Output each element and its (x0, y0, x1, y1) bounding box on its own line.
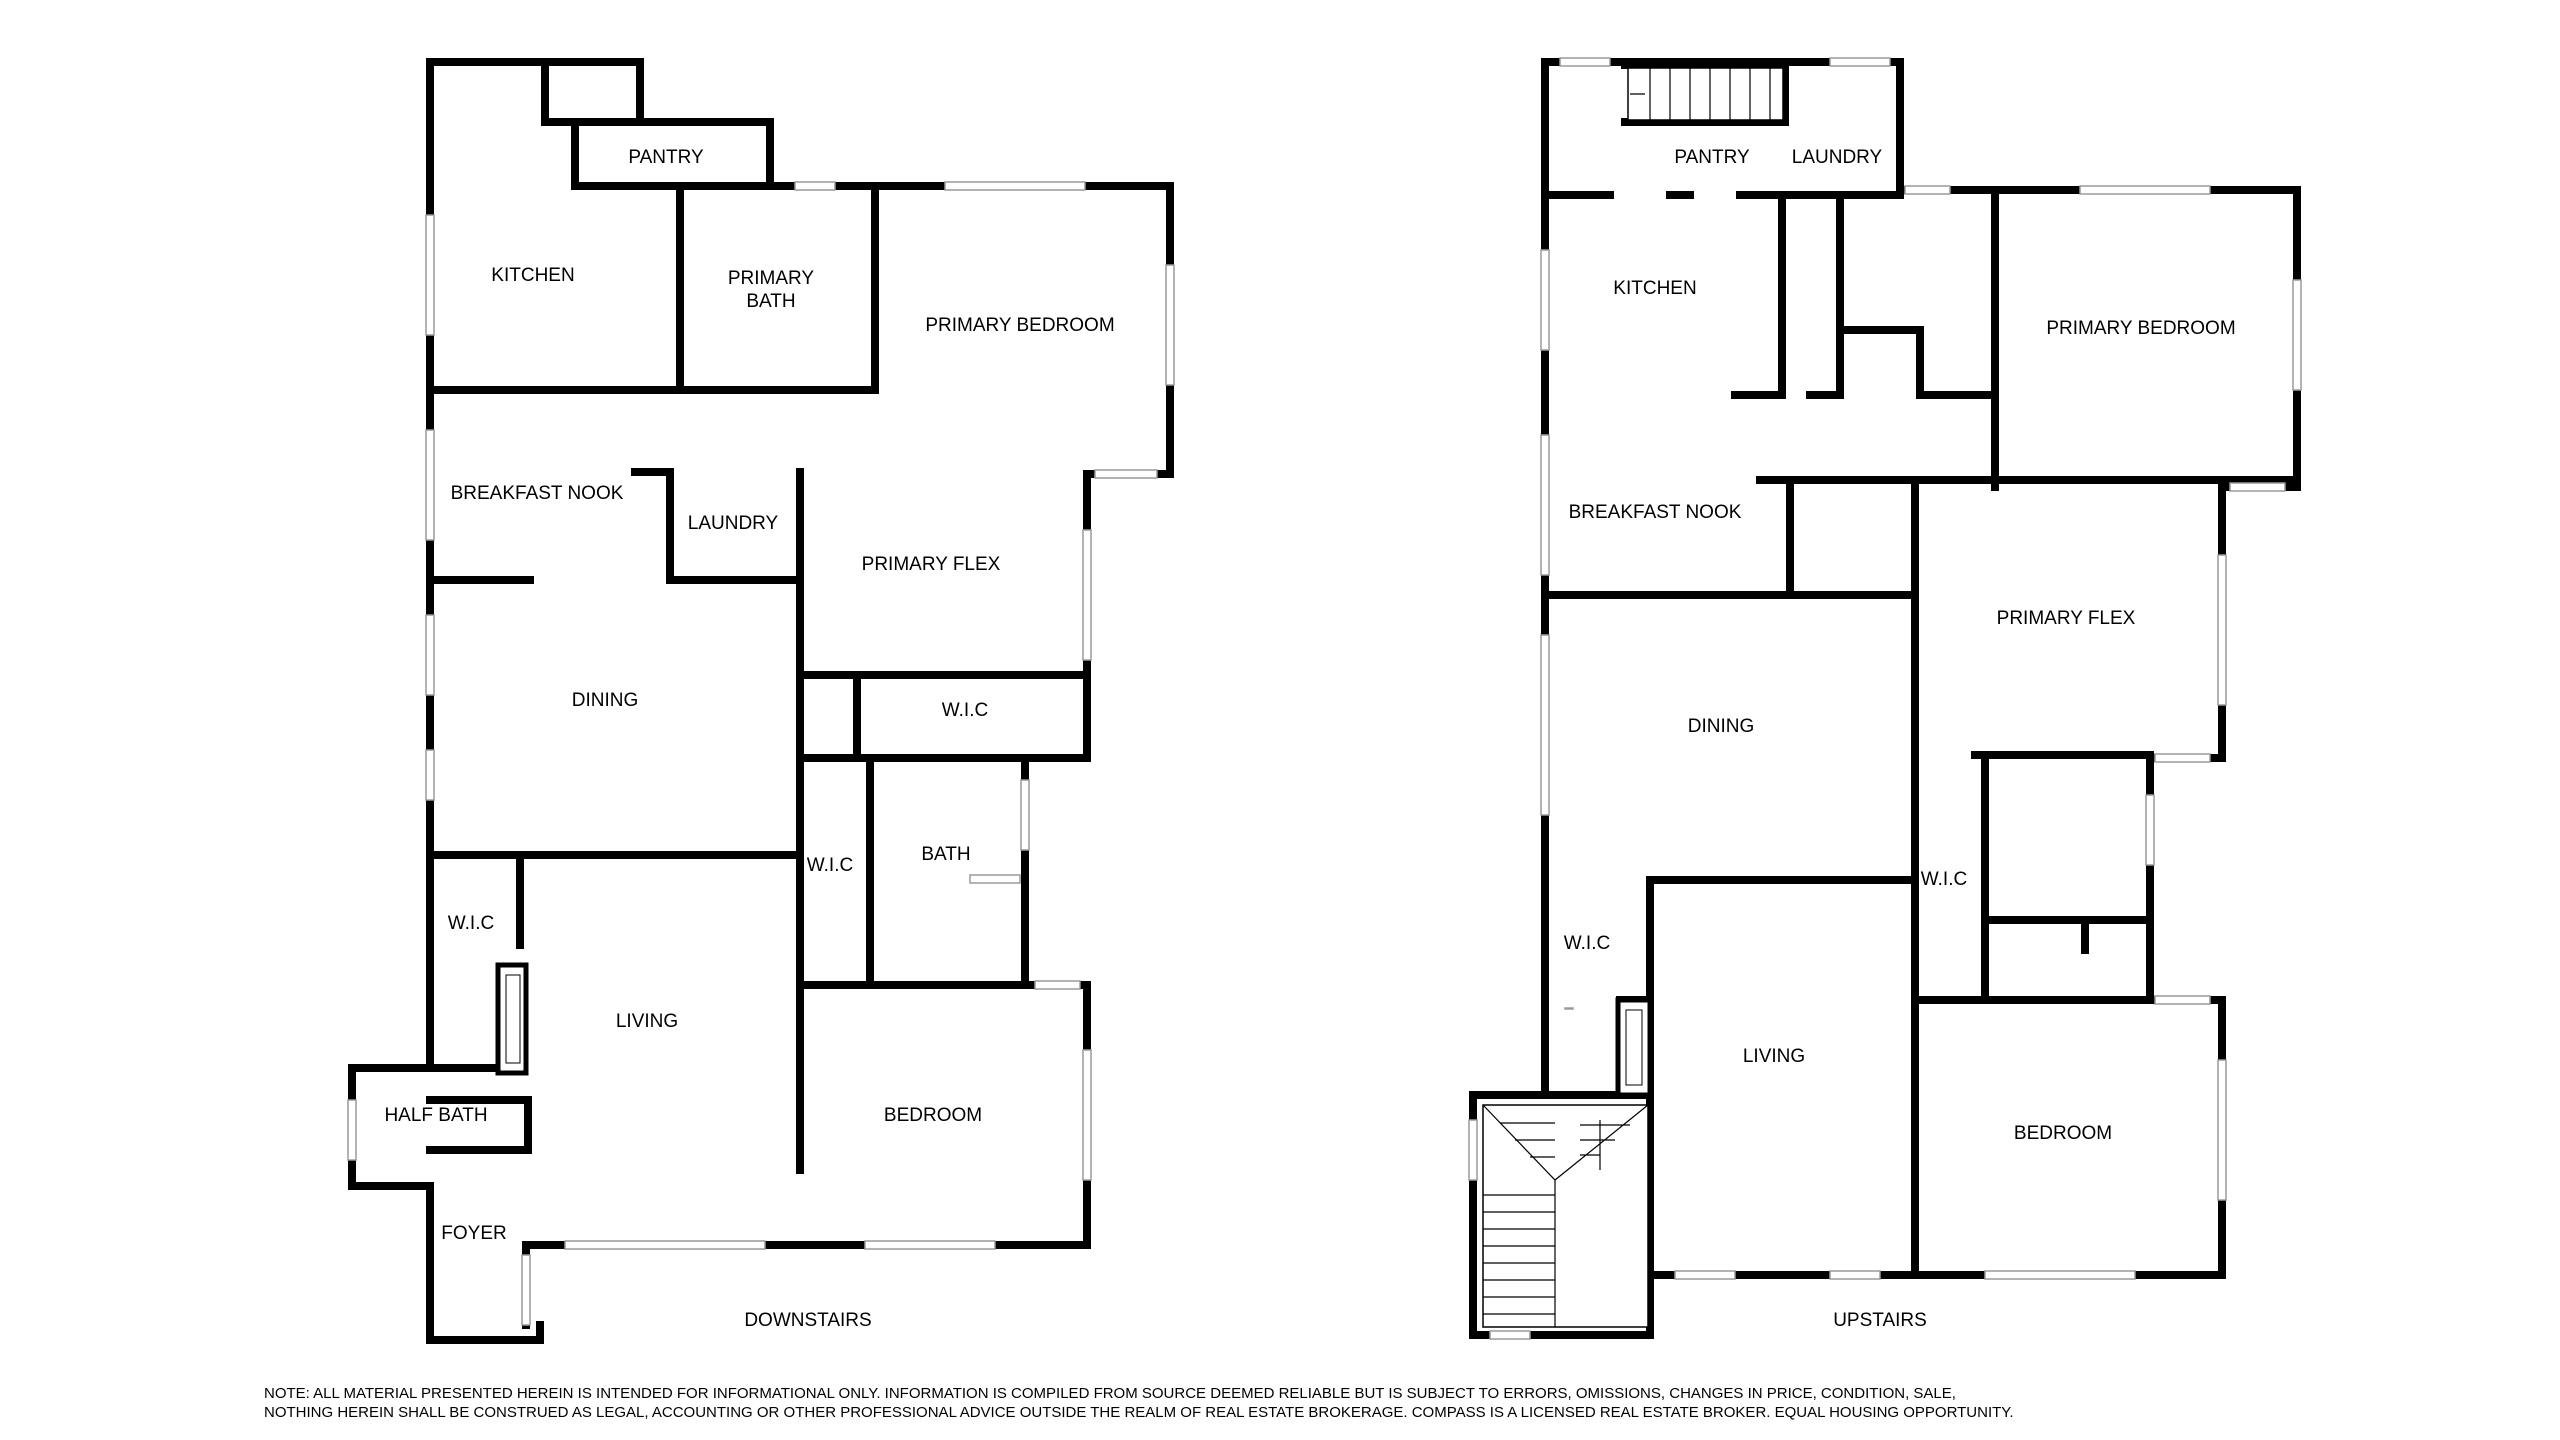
room-label-half-bath: HALF BATH (384, 1105, 487, 1126)
room-label-breakfast-nook: BREAKFAST NOOK (1569, 502, 1742, 523)
window (2217, 1059, 2227, 1201)
window (425, 429, 435, 541)
room-label-bedroom: BEDROOM (884, 1105, 982, 1126)
room-label-bedroom: BEDROOM (2014, 1123, 2112, 1144)
window (2079, 185, 2211, 195)
window (2154, 753, 2211, 763)
room-label-kitchen: KITCHEN (1613, 278, 1696, 299)
upstairs-interior-walls (1541, 61, 2301, 1279)
window (2154, 995, 2211, 1005)
window (1559, 57, 1611, 67)
room-label-breakfast-nook: BREAKFAST NOOK (451, 483, 624, 504)
window (969, 874, 1021, 884)
window (1904, 185, 1951, 195)
window (1034, 980, 1081, 990)
room-label-wic: W.I.C (1564, 933, 1610, 954)
fireplace-hearth (1625, 1009, 1643, 1086)
room-label-primary-bedroom: PRIMARY BEDROOM (925, 315, 1114, 336)
room-label-foyer: FOYER (441, 1223, 506, 1244)
disclaimer-line-1: NOTE: ALL MATERIAL PRESENTED HEREIN IS I… (264, 1385, 1956, 1402)
room-label-living: LIVING (1743, 1046, 1805, 1067)
window (1540, 434, 1550, 576)
room-label-pantry: PANTRY (1674, 147, 1750, 168)
fireplace (495, 962, 529, 1076)
window (944, 181, 1086, 191)
room-label-primary-flex: PRIMARY FLEX (862, 554, 1001, 575)
window (1540, 249, 1550, 351)
window (2229, 482, 2286, 492)
room-label-primary-bedroom: PRIMARY BEDROOM (2046, 318, 2235, 339)
room-label-wic: W.I.C (807, 855, 853, 876)
staircase-top (1627, 67, 1784, 121)
window (1165, 264, 1175, 386)
room-label-kitchen: KITCHEN (491, 265, 574, 286)
window (2292, 279, 2302, 391)
window (1829, 1270, 1881, 1280)
fireplace-hearth (505, 974, 521, 1064)
room-label-primary-bath-line2: BATH (746, 291, 795, 312)
window (2217, 554, 2227, 706)
window (564, 1240, 766, 1250)
upstairs-plan: PANTRY LAUNDRY KITCHEN PRIMARY BEDROOM B… (1468, 57, 2302, 1340)
room-label-wic: W.I.C (942, 700, 988, 721)
window (347, 1099, 357, 1161)
window (2145, 794, 2155, 866)
fireplace (1615, 997, 1653, 1098)
room-label-living: LIVING (616, 1011, 678, 1032)
room-label-wic: W.I.C (448, 913, 494, 934)
room-label-wic: W.I.C (1921, 869, 1967, 890)
disclaimer-note: NOTE: ALL MATERIAL PRESENTED HEREIN IS I… (264, 1384, 2364, 1422)
room-label-primary-flex: PRIMARY FLEX (1997, 608, 2136, 629)
window (1540, 634, 1550, 816)
window (425, 214, 435, 336)
downstairs-plan: PANTRY KITCHEN PRIMARY BATH PRIMARY BEDR… (347, 58, 1175, 1344)
stair-treads (1482, 1104, 1649, 1327)
window (425, 749, 435, 801)
room-label-dining: DINING (572, 690, 639, 711)
window (1984, 1270, 2136, 1280)
room-label-primary-bath-line1: PRIMARY (728, 268, 815, 289)
window (1564, 1007, 1574, 1010)
downstairs-interior-walls (426, 58, 1091, 1249)
room-label-dining: DINING (1688, 716, 1755, 737)
window (1489, 1330, 1531, 1340)
window (1829, 57, 1891, 67)
disclaimer-line-2: NOTHING HEREIN SHALL BE CONSTRUED AS LEG… (264, 1404, 2014, 1421)
window (1082, 529, 1092, 661)
window (1094, 469, 1158, 479)
staircase-bottom (1482, 1104, 1649, 1328)
room-label-laundry: LAUNDRY (1792, 147, 1883, 168)
stair-treads (1630, 68, 1771, 120)
window (1468, 1119, 1478, 1181)
window (1020, 779, 1030, 851)
room-label-laundry: LAUNDRY (688, 513, 779, 534)
floor-title-downstairs: DOWNSTAIRS (744, 1310, 871, 1331)
window (1674, 1270, 1736, 1280)
window (794, 181, 836, 191)
window (864, 1240, 996, 1250)
floor-title-upstairs: UPSTAIRS (1833, 1310, 1927, 1331)
window (1082, 1049, 1092, 1181)
room-label-pantry: PANTRY (628, 147, 704, 168)
window (425, 614, 435, 696)
window (521, 1254, 531, 1326)
room-label-bath: BATH (921, 844, 970, 865)
